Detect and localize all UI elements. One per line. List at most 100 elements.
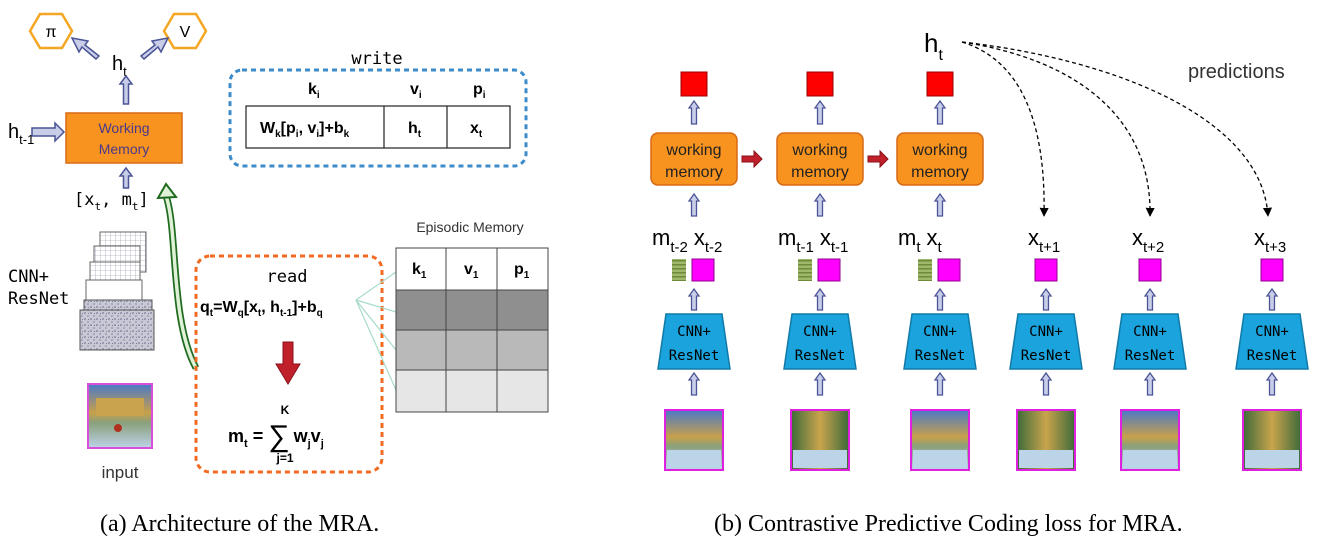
- write-label: write: [351, 49, 402, 69]
- frame-image: [1120, 409, 1180, 471]
- output-square: [926, 71, 954, 97]
- image-to-cnn-arrow: [1265, 371, 1279, 396]
- recurrent-arrow: [741, 149, 763, 169]
- working-memory-line1: Working: [98, 120, 149, 136]
- read-sum-bottom: j=1: [275, 451, 293, 465]
- write-box: [228, 68, 528, 168]
- timestep-label: xt+2: [1132, 225, 1164, 256]
- prediction-arrow-t3: [961, 41, 1273, 217]
- cnn-resnet-block: CNN+ResNet: [657, 313, 731, 370]
- write-cell-k: Wk[pi, vi]+bk: [260, 120, 350, 140]
- value-hexagon: V: [162, 12, 208, 50]
- observation-embedding: [817, 258, 841, 282]
- cnn-label-line1: CNN+: [1255, 324, 1289, 340]
- memory-to-output-arrow: [687, 99, 701, 125]
- cnn-label-line2: ResNet: [8, 289, 69, 309]
- image-to-cnn-arrow: [1039, 371, 1053, 396]
- write-headers: ki vi pi: [308, 81, 486, 101]
- embedding-to-memory-arrow: [687, 192, 701, 217]
- read-to-concat-arrow: [156, 182, 200, 370]
- episodic-row-3: [395, 369, 549, 413]
- memory-embedding: [918, 259, 932, 281]
- ht-to-policy-arrow: [70, 36, 101, 61]
- frame-image: [1242, 409, 1302, 471]
- write-header-p: pi: [473, 81, 486, 101]
- working-memory-line2: Memory: [99, 141, 150, 157]
- write-cell-p: xt: [470, 120, 483, 140]
- caption-a: (a) Architecture of the MRA.: [100, 511, 379, 537]
- cnn-resnet-block: CNN+ ResNet: [1009, 313, 1083, 370]
- read-query-formula: qt=Wq[xt, ht-1]+bq: [200, 299, 323, 319]
- memory-to-output-arrow: [813, 99, 827, 125]
- frame-image: [1016, 409, 1076, 471]
- predictions-label: predictions: [1188, 61, 1285, 83]
- predicted-embedding: [1138, 258, 1162, 282]
- memory-to-ht-arrow: [118, 74, 134, 105]
- embedding-to-memory-arrow: [933, 192, 947, 217]
- cnn-label-line1: CNN+: [803, 324, 837, 340]
- ht-to-value-arrow: [139, 36, 170, 61]
- episodic-row-2: [395, 329, 549, 371]
- predicted-embedding: [1034, 258, 1058, 282]
- policy-hexagon: π: [28, 12, 74, 50]
- predicted-embedding: [1260, 258, 1284, 282]
- read-sum-top: K: [281, 403, 290, 417]
- working-memory-line1: working: [911, 142, 967, 159]
- cnn-label-line2: ResNet: [1247, 348, 1298, 364]
- cnn-label-line1: CNN+: [677, 324, 711, 340]
- prediction-arrow-t1: [961, 41, 1049, 217]
- frame-image: [664, 409, 724, 471]
- image-to-cnn-arrow: [687, 371, 701, 396]
- input-image: [87, 383, 153, 449]
- timestep-label: xt+1: [1028, 225, 1060, 256]
- episodic-row-1: [395, 289, 549, 331]
- image-to-cnn-arrow: [1143, 371, 1157, 396]
- htm1-to-memory-arrow: [31, 121, 66, 143]
- caption-b: (b) Contrastive Predictive Coding loss f…: [714, 511, 1183, 537]
- value-label: V: [180, 24, 191, 41]
- write-header-v: vi: [410, 81, 422, 101]
- working-memory-line2: memory: [791, 164, 849, 181]
- policy-label: π: [45, 24, 56, 41]
- observation-embedding: [691, 258, 715, 282]
- memory-embedding: [672, 259, 686, 281]
- write-header-k: ki: [308, 81, 320, 101]
- read-down-arrow: [275, 341, 301, 385]
- cnn-to-embedding-arrow: [933, 287, 947, 311]
- cnn-label-line2: ResNet: [1021, 348, 1072, 364]
- memory-embedding: [798, 259, 812, 281]
- cnn-label-line1: CNN+: [1029, 324, 1063, 340]
- working-memory-box: Working Memory: [65, 112, 183, 164]
- cnn-resnet-block: CNN+ ResNet: [903, 313, 977, 370]
- recurrent-arrow: [867, 149, 889, 169]
- concat-to-memory-arrow: [118, 166, 134, 189]
- cnn-to-embedding-arrow: [1039, 287, 1053, 311]
- cnn-label-line1: CNN+: [923, 324, 957, 340]
- cnn-label-line2: ResNet: [915, 348, 966, 364]
- episodic-table: k1 v1 p1: [395, 247, 549, 413]
- working-memory-line1: working: [791, 142, 847, 159]
- cnn-label-line2: ResNet: [1125, 348, 1176, 364]
- cnn-to-embedding-arrow: [1143, 287, 1157, 311]
- write-table: Wk[pi, vi]+bk ht xt: [245, 105, 511, 149]
- cnn-label-line1: CNN+: [8, 267, 49, 287]
- cnn-feature-stack: [79, 231, 155, 351]
- panel-a: π V ht ht-1 Working: [8, 12, 549, 537]
- episodic-title: Episodic Memory: [416, 219, 523, 235]
- working-memory-line1: working: [665, 142, 721, 159]
- read-label: read: [267, 267, 308, 287]
- write-cell-v: ht: [408, 120, 422, 140]
- observation-embedding: [937, 258, 961, 282]
- concat-label: [xt, mt]: [74, 190, 149, 213]
- prediction-arrows: [961, 41, 1273, 217]
- read-to-episodic-links: [355, 271, 397, 391]
- cnn-to-embedding-arrow: [1265, 287, 1279, 311]
